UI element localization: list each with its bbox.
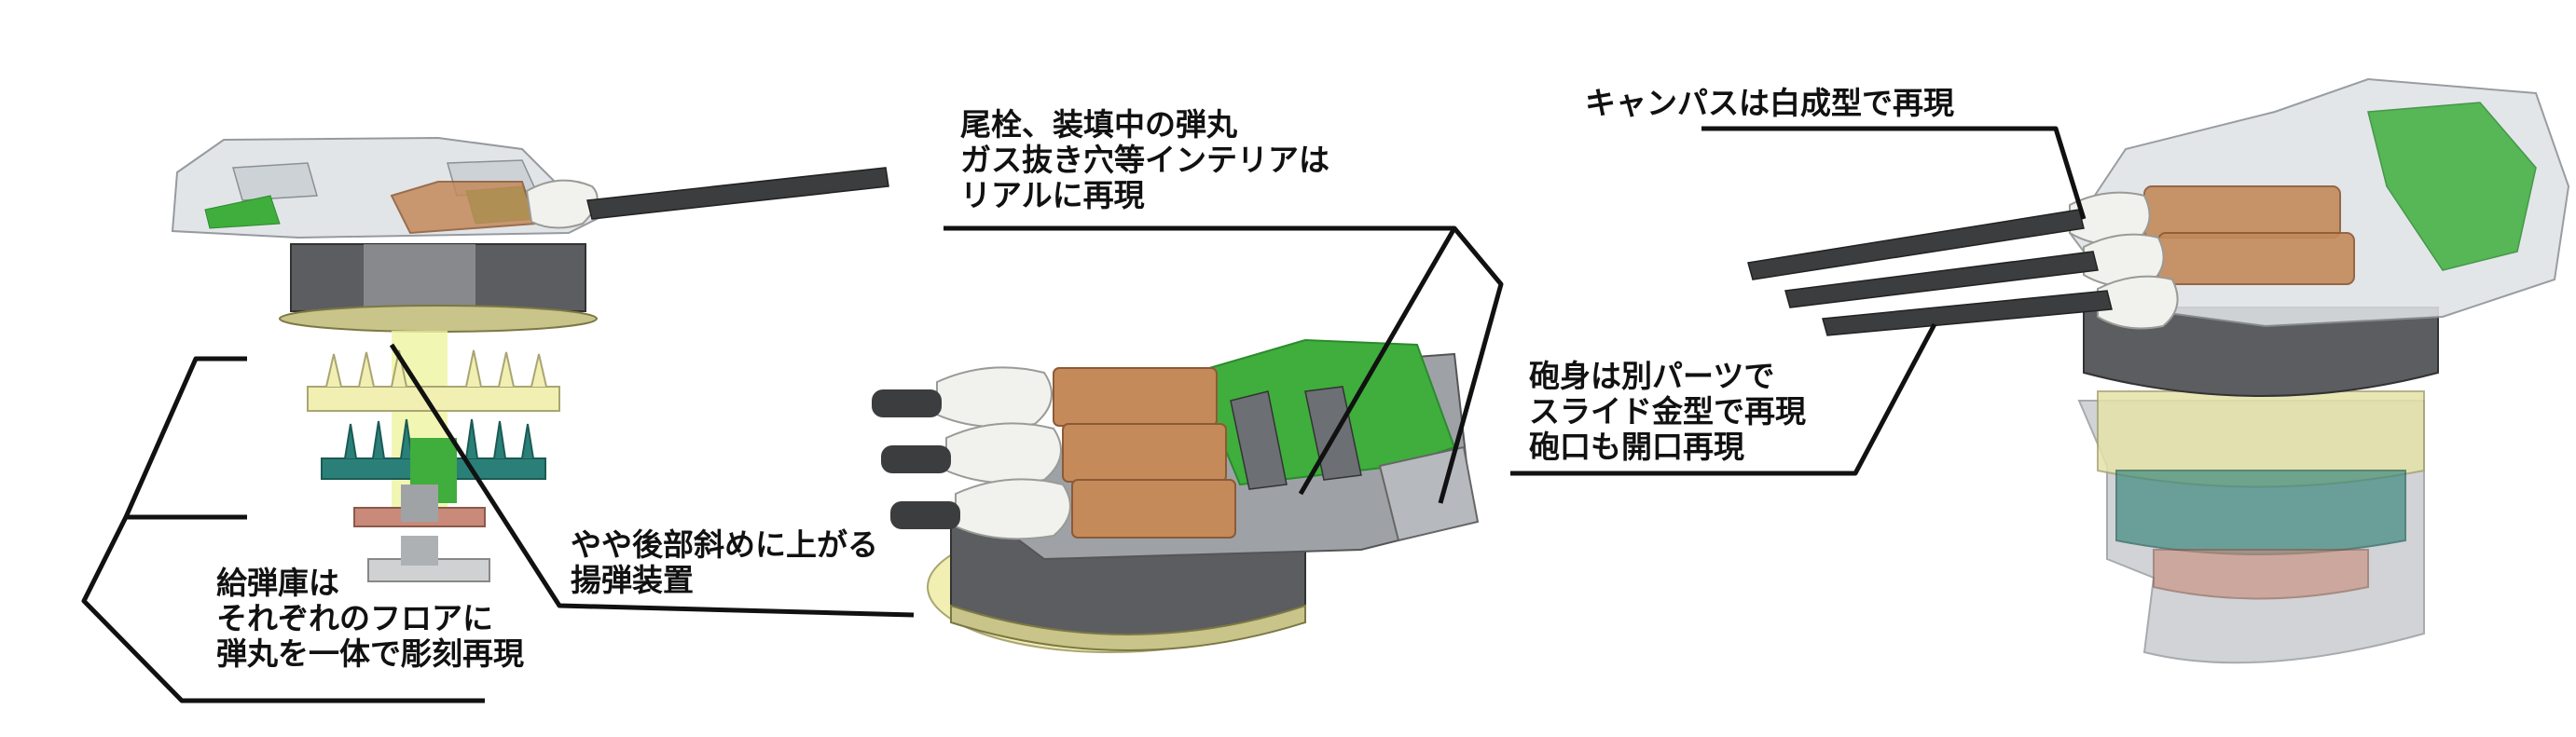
callout-magazine-line-2: それぞれのフロアに [216,600,493,636]
callout-canvas: キャンパスは白成型で再現 [1585,86,1954,121]
leader-breech [944,225,1504,504]
gun-canvas-cover [525,179,599,229]
cutaway-interior-panels [1230,386,1362,490]
callout-hoist: やや後部斜めに上がる 揚弾装置 [571,527,878,598]
exploded-turret [171,136,889,582]
lower-magazine-pillar [401,485,438,522]
callout-barrel-line-3: 砲口も開口再現 [1529,429,1744,465]
callout-barrel-line-2: スライド金型で再現 [1529,393,1806,430]
callout-magazine-line-1: 給弾庫は [216,565,339,601]
leader-canvas [1701,126,2087,220]
breech-block [390,181,538,235]
middle-magazine-floor [321,418,546,503]
callout-hoist-line-1: やや後部斜めに上がる [571,526,878,563]
assembled-canvas-covers [2069,191,2179,330]
callout-magazine: 給弾庫は それぞれのフロアに 弾丸を一体で彫刻再現 [216,566,524,672]
turret-ring-highlight [364,244,475,311]
base-pillar [401,536,438,566]
cutaway-rear-plate [1378,445,1480,542]
callout-magazine-line-3: 弾丸を一体で彫刻再現 [216,635,524,672]
cutaway-turret [872,338,1480,653]
callout-hoist-line-2: 揚弾装置 [571,562,694,598]
gun-barrel [586,167,889,220]
leader-hoist [389,343,915,618]
callout-canvas-line-1: キャンパスは白成型で再現 [1585,85,1954,121]
cutaway-gear-band [950,604,1306,651]
leader-breech-branch [1298,226,1457,496]
assembled-red-floor [2153,549,2369,600]
callout-barrel: 砲身は別パーツで スライド金型で再現 砲口も開口再現 [1529,359,1806,465]
cutaway-barrels [872,389,960,529]
callout-breech: 尾栓、装填中の弾丸 ガス抜き穴等インテリアは リアルに再現 [960,107,1329,213]
callout-breech-line-1: 尾栓、装填中の弾丸 [960,106,1237,143]
leader-magazine [81,356,485,703]
assembled-breeches [2143,185,2355,285]
leader-barrel [1510,322,1937,476]
callout-barrel-line-1: 砲身は別パーツで [1529,358,1775,394]
assembled-teal-floor [2115,470,2406,555]
cutaway-canvas-covers [936,366,1071,540]
callout-breech-line-3: リアルに再現 [960,177,1145,213]
assembled-ring [2083,307,2439,397]
gear-ring [279,305,598,333]
assembled-green-interior [2367,102,2537,271]
assembled-turret [1747,77,2570,664]
cutaway-breeches [1053,367,1236,539]
leader-lines [81,126,2087,703]
assembled-barrels [1747,209,2113,336]
callout-breech-line-2: ガス抜き穴等インテリアは [960,142,1329,178]
